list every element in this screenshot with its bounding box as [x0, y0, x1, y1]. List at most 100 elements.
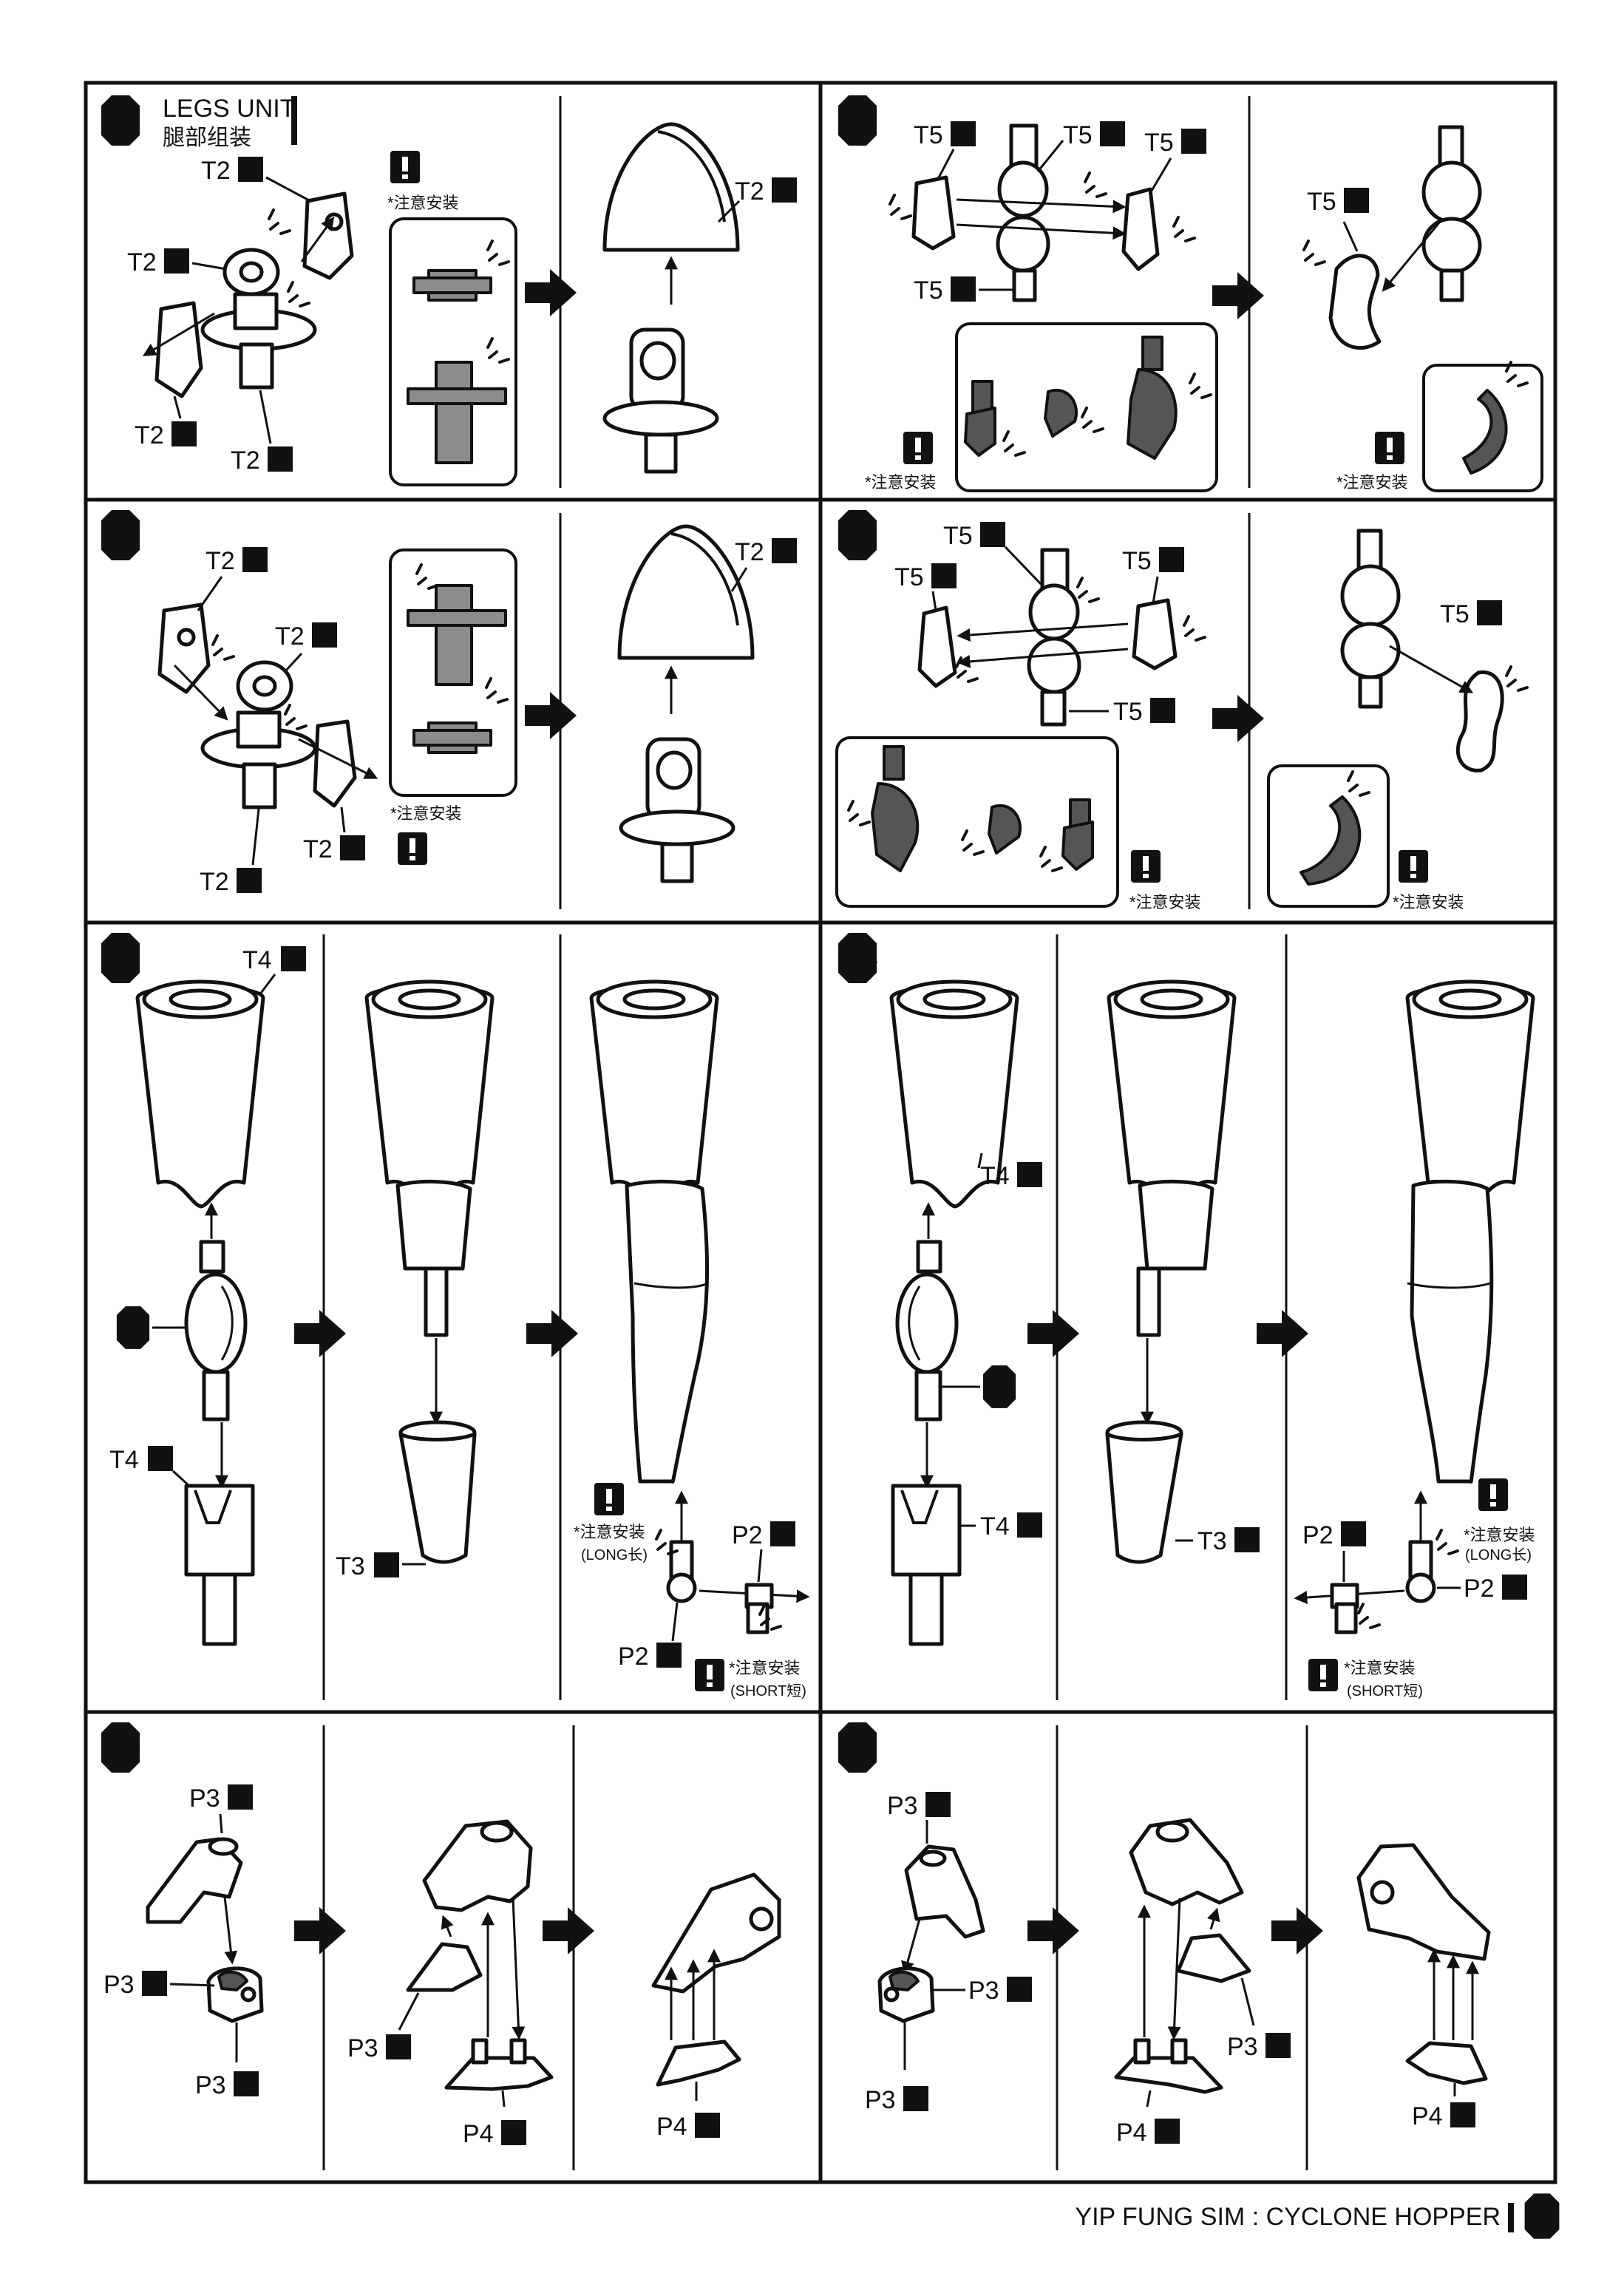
knee-joint-parts-drawing — [889, 123, 1196, 302]
svg-text:*注意安装: *注意安装 — [1344, 1659, 1416, 1677]
hip-joint-parts-drawing — [157, 602, 378, 809]
svg-text:P3: P3 — [103, 1971, 135, 1999]
svg-text:1: 1 — [347, 838, 358, 860]
part-label-t5-5: T5 5 — [1307, 188, 1369, 252]
part-label-t2-16: T2 16 — [231, 390, 293, 475]
next-arrow — [525, 692, 577, 739]
page-number: 26 — [1529, 2206, 1554, 2230]
thigh-parts-drawing — [135, 979, 265, 1646]
svg-text:6: 6 — [958, 279, 968, 302]
part-label-p2-5: P2 5 — [732, 1521, 795, 1583]
caution-short: *注意安装 (SHORT短) — [695, 1659, 806, 1699]
svg-text:T2: T2 — [201, 157, 231, 185]
thigh-parts-drawing — [889, 979, 1019, 1646]
svg-text:P4: P4 — [463, 2120, 494, 2148]
svg-text:4: 4 — [288, 949, 299, 971]
part-label-p4-2: P4 2 — [463, 2090, 526, 2148]
svg-text:P2: P2 — [618, 1643, 649, 1671]
step-164-panel: 164 T4 3 160 T4 — [838, 933, 1535, 1699]
part-label-p3-4: P3 4 — [887, 1792, 951, 1844]
step-number-badge: 164 — [838, 933, 877, 983]
part-label-t3-8: T3 8 — [336, 1552, 426, 1580]
thigh-assembly-drawing — [1105, 979, 1237, 1564]
part-label-p3-1: P3 1 — [103, 1971, 215, 1999]
page-frame — [84, 81, 1557, 2184]
svg-text:T5: T5 — [1307, 188, 1336, 216]
leg-assembly-drawing — [1294, 979, 1535, 1634]
svg-text:T2: T2 — [275, 622, 305, 651]
svg-text:P4: P4 — [656, 2113, 687, 2141]
svg-text:T4: T4 — [980, 1512, 1010, 1541]
part-label-t2-5: T2 5 — [201, 157, 311, 203]
part-label-t5-9: T5 9 — [943, 522, 1042, 585]
svg-text:2: 2 — [958, 124, 968, 146]
hip-assembly-drawing — [617, 524, 755, 883]
svg-text:2: 2 — [250, 550, 260, 572]
svg-text:T3: T3 — [336, 1552, 365, 1580]
part-label-t2-20: T2 20 — [275, 622, 337, 673]
title-bar — [291, 96, 297, 145]
svg-text:*注意安装: *注意安装 — [387, 194, 459, 212]
foot-assembly-drawing — [406, 1819, 554, 2091]
part-label-t5-5: T5 5 — [1440, 600, 1502, 628]
part-label-p4-4: P4 4 — [1412, 2083, 1475, 2130]
svg-text:2: 2 — [155, 1449, 166, 1471]
step-number-badge: 161 — [101, 510, 140, 560]
part-label-t2-1: T2 1 — [303, 806, 365, 863]
svg-text:T2: T2 — [735, 538, 764, 566]
foot-finished-drawing — [1356, 1843, 1491, 2085]
step-number: 160 — [838, 108, 877, 135]
svg-text:3: 3 — [939, 566, 949, 588]
svg-text:1: 1 — [149, 1974, 160, 1996]
part-label-t4-3: T4 3 — [977, 1152, 1042, 1190]
svg-text:T2: T2 — [205, 547, 235, 575]
svg-text:P3: P3 — [189, 1784, 220, 1813]
svg-text:T5: T5 — [914, 121, 943, 149]
svg-text:P3: P3 — [865, 2086, 896, 2114]
part-label-p4-3: P4 3 — [656, 2082, 720, 2141]
svg-text:1: 1 — [1166, 550, 1177, 572]
svg-text:2: 2 — [1014, 1980, 1025, 2002]
part-label-t5-6: T5 6 — [914, 276, 1013, 305]
section-title: LEGS UNIT — [163, 95, 295, 123]
svg-text:T5: T5 — [1122, 547, 1152, 575]
svg-text:*注意安装: *注意安装 — [1464, 1526, 1535, 1544]
next-arrow — [1271, 1907, 1323, 1954]
step-number: 166 — [838, 1735, 877, 1762]
step-166-panel: 166 P3 4 P3 2 P3 8 — [838, 1722, 1491, 2147]
svg-text:2: 2 — [509, 2123, 519, 2145]
leg-assembly-drawing — [589, 979, 810, 1634]
svg-text:8: 8 — [1348, 1524, 1359, 1546]
hip-joint-parts-drawing — [142, 191, 354, 398]
svg-text:T4: T4 — [980, 1162, 1010, 1190]
knee-joint-parts-drawing — [917, 548, 1206, 727]
svg-text:T3: T3 — [1197, 1527, 1227, 1555]
svg-text:P3: P3 — [195, 2071, 226, 2099]
step-number-badge: 166 — [838, 1722, 877, 1773]
part-label-t5-2: T5 2 — [914, 121, 976, 181]
svg-text:T2: T2 — [127, 248, 157, 276]
part-label-p2-4: P2 4 — [618, 1602, 682, 1671]
part-label-p3-2: P3 2 — [933, 1977, 1032, 2005]
svg-text:7: 7 — [1509, 1577, 1520, 1600]
part-label-t5-3: T5 3 — [894, 563, 957, 611]
part-label-t5-7: T5 7 — [1069, 698, 1175, 726]
svg-text:(LONG长): (LONG长) — [1465, 1546, 1532, 1563]
svg-text:*注意安装: *注意安装 — [574, 1523, 645, 1541]
ref-badge-160: 160 — [942, 1365, 1016, 1408]
svg-text:7: 7 — [1273, 2036, 1283, 2058]
step-159-panel: 159 LEGS UNIT 腿部组装 T2 5 T2 — [101, 95, 797, 486]
part-label-p3-5: P3 5 — [347, 1992, 420, 2062]
part-label-p3-8: P3 8 — [865, 2022, 928, 2114]
svg-text:P2: P2 — [732, 1521, 763, 1549]
caution-box: *注意安装 — [389, 548, 517, 865]
part-label-t4-4: T4 4 — [242, 946, 306, 999]
step-number-badge: 160 — [838, 95, 877, 146]
svg-text:160: 160 — [983, 1376, 1015, 1399]
svg-text:6: 6 — [241, 2074, 251, 2096]
svg-text:T2: T2 — [231, 446, 260, 475]
caution-short: *注意安装 (SHORT短) — [1308, 1659, 1423, 1699]
section-title-cn: 腿部组装 — [163, 126, 251, 150]
knee-assembly-drawing — [1340, 529, 1529, 772]
svg-text:5: 5 — [1351, 191, 1362, 213]
